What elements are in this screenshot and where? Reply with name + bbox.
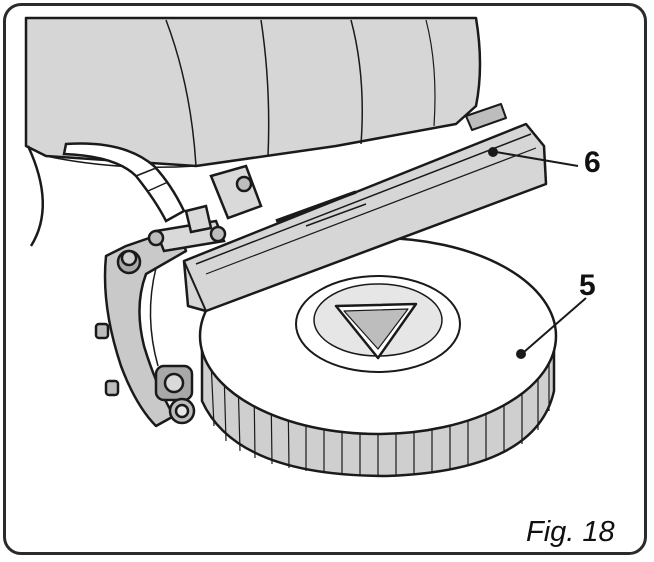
- mounting-bracket-icon: [94, 226, 196, 428]
- callout-label-6: 6: [584, 146, 601, 179]
- figure-caption: Fig. 18: [526, 516, 615, 548]
- machine-body-icon: [24, 16, 482, 168]
- leader-line-6: [495, 151, 579, 167]
- figure-frame: 6 5 Fig. 18: [3, 3, 647, 555]
- squeegee-guard-icon: [182, 103, 548, 313]
- leader-line-5: [523, 297, 587, 353]
- brush-bristles: [210, 358, 550, 475]
- technical-illustration: [24, 16, 587, 478]
- machine-base-edge: [26, 145, 45, 247]
- brush-disc-icon: [198, 236, 558, 478]
- callout-label-5: 5: [579, 269, 596, 302]
- hose-icon: [62, 142, 186, 223]
- hinge-joint-icon: [147, 164, 263, 253]
